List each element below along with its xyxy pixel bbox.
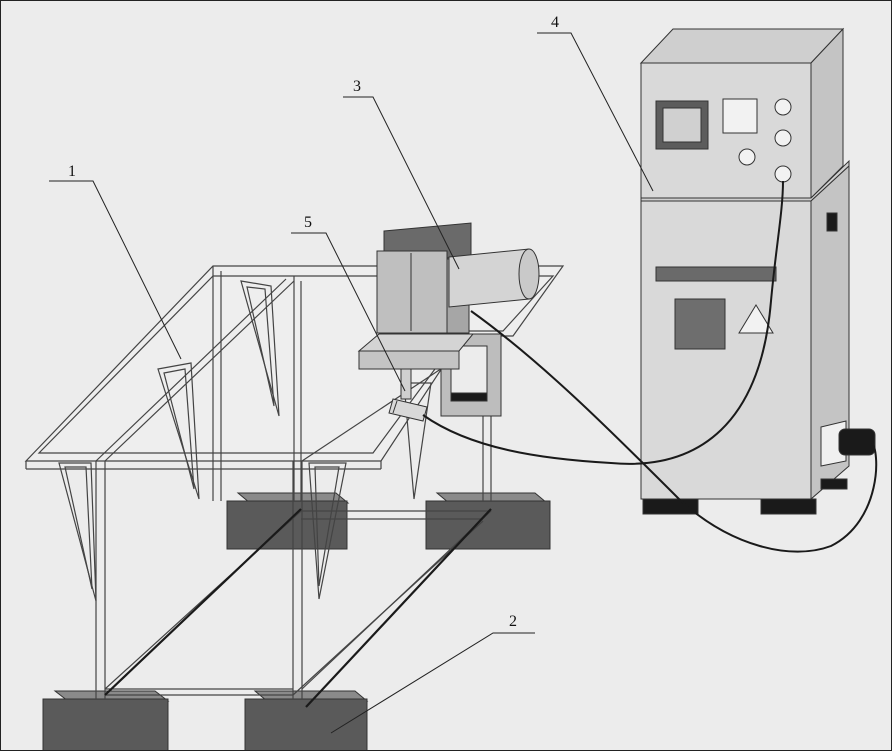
callout-label-1: 1 [68,163,76,180]
probe-bracket [357,333,502,417]
warning-triangle-icon [738,304,774,334]
support-block-back-right [425,492,551,550]
callout-labels: 1 2 3 4 5 [68,14,559,630]
display-screen-right [722,98,758,134]
knob-icon [774,165,792,183]
support-frame [24,265,565,699]
support-block-front-right [244,690,369,750]
knob-icon [774,98,792,116]
support-blocks [42,492,551,750]
knob-icon [738,148,756,166]
sensor-probe [388,398,428,422]
support-block-front-left [42,690,170,750]
callout-label-5: 5 [304,214,312,231]
cables [422,180,878,553]
callout-leaders [49,32,654,734]
control-cabinet [639,27,876,515]
callout-label-4: 4 [551,14,559,31]
base-brace-lines [104,508,492,708]
callout-label-2: 2 [509,613,517,630]
callout-label-3: 3 [353,78,361,95]
ultrasonic-transducer [376,222,540,334]
knob-icon [774,129,792,147]
